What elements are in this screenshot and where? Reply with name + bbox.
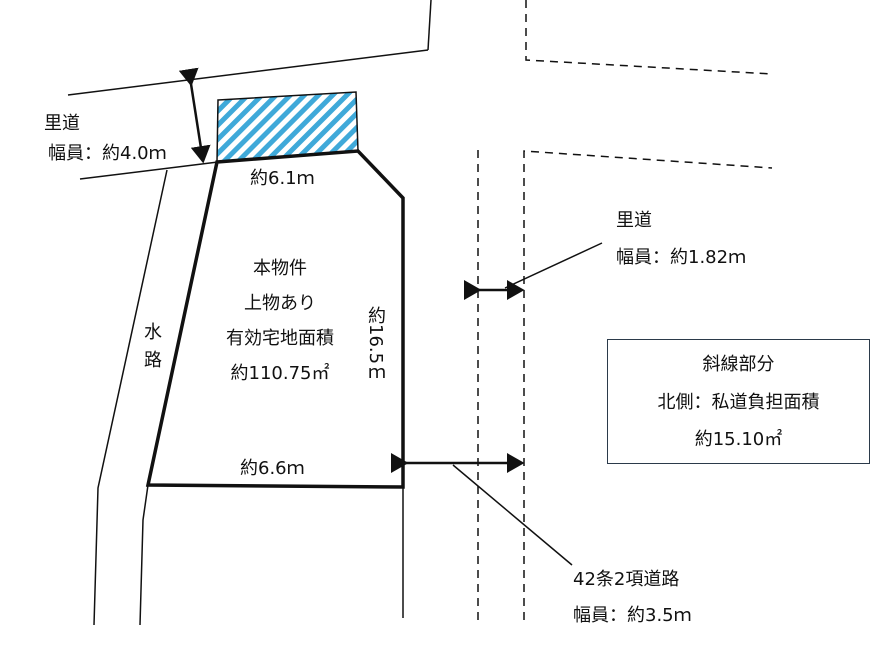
property-outline — [145, 149, 405, 489]
north-road-upper-edge — [67, 49, 429, 96]
legend-title: 斜線部分 — [702, 354, 775, 375]
legend-box: 斜線部分 北側：私道負担面積 約15.10㎡ — [607, 339, 870, 464]
dim-south-side: 約6.6ｍ — [240, 458, 305, 479]
dim-east-side: 約16.5ｍ — [365, 306, 386, 383]
waterway-label: 水路 — [141, 322, 162, 378]
property-name: 本物件 — [253, 258, 307, 279]
east-alley-name: 里道 — [616, 210, 652, 231]
property-area-label: 有効宅地面積 — [226, 328, 334, 349]
east-alley-leader — [504, 242, 603, 289]
legend-description: 北側：私道負担面積 — [657, 392, 820, 413]
property-area-value: 約110.75㎡ — [230, 363, 330, 384]
east-alley-width: 幅員：約1.82ｍ — [616, 247, 747, 268]
north-road-width: 幅員：約4.0ｍ — [48, 143, 167, 164]
legend-area: 約15.10㎡ — [694, 429, 783, 450]
dim-north-side: 約6.1ｍ — [250, 168, 315, 189]
property-building-note: 上物あり — [244, 293, 316, 314]
road-leader — [452, 464, 573, 566]
road-width-label: 幅員：約3.5ｍ — [573, 605, 692, 626]
north-road-width-arrow — [178, 67, 211, 164]
north-road-name: 里道 — [44, 113, 80, 134]
waterway-east-edge — [139, 484, 149, 626]
road-type-label: 42条2項道路 — [573, 569, 680, 590]
northeast-dashed-boundary — [525, 0, 773, 75]
north-road-lower-edge — [79, 161, 219, 180]
waterway-west-edge — [93, 169, 168, 626]
north-neighbor-boundary — [427, 0, 432, 51]
